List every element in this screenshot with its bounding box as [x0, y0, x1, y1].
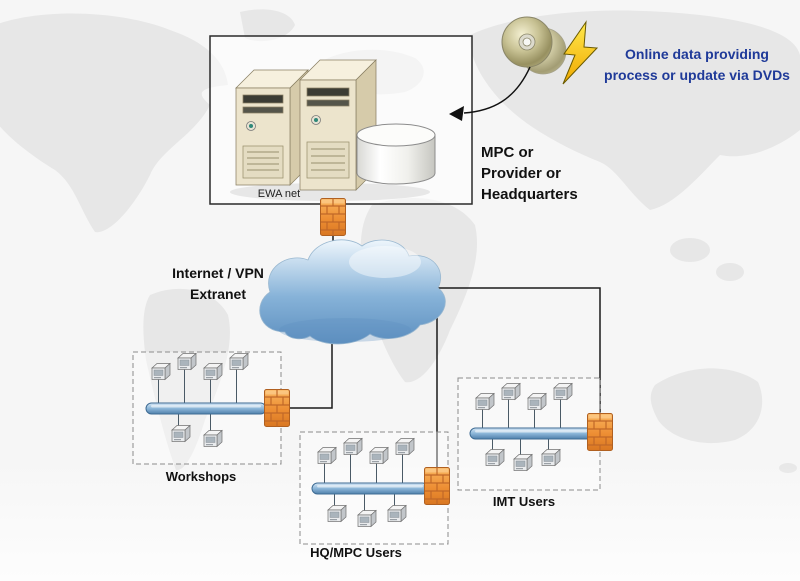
firewall-icon — [586, 412, 614, 452]
workstation-icon — [151, 363, 171, 380]
workstation-icon — [317, 447, 337, 464]
link-cloud-to-workshops — [290, 328, 333, 409]
imt-lan-group: IMT Users — [457, 377, 614, 509]
workstation-icon — [553, 383, 573, 400]
cloud-label-line-1: Internet / VPN — [172, 265, 264, 281]
workstation-icon — [387, 505, 407, 522]
workstation-icon — [501, 383, 521, 400]
workstation-icon — [395, 438, 415, 455]
firewall-icon — [263, 388, 291, 428]
workstation-icon — [475, 393, 495, 410]
headquarters-label-line-1: MPC or — [481, 144, 534, 161]
ewa-net-label: EWA net — [258, 188, 300, 200]
firewall-icon — [319, 197, 347, 237]
workshops-label: Workshops — [166, 469, 237, 484]
lightning-icon — [562, 20, 599, 85]
lan-bus-icon — [311, 482, 429, 495]
headquarters-server-group: EWA net — [209, 35, 473, 205]
lan-stems — [324, 454, 403, 515]
workstation-icon — [485, 449, 505, 466]
link-cloud-to-imt — [420, 287, 601, 420]
lan-stems — [482, 399, 561, 459]
workstation-icon — [203, 363, 223, 380]
hq-mpc-users-label: HQ/MPC Users — [310, 545, 402, 560]
workstation-icon — [357, 510, 377, 527]
connection-lines — [290, 204, 601, 474]
lan-bus-icon — [469, 427, 593, 440]
dvd-note-line-1: Online data providing — [625, 46, 769, 62]
workstation-icon — [513, 454, 533, 471]
server-tower-icon — [235, 69, 309, 186]
hq-mpc-lan-group: HQ/MPC Users — [299, 431, 451, 560]
workstation-icon — [327, 505, 347, 522]
workstation-icon — [369, 447, 389, 464]
workstation-icon — [229, 353, 249, 370]
workstation-icon — [203, 430, 223, 447]
workstation-icon — [171, 425, 191, 442]
headquarters-label-line-3: Headquarters — [481, 186, 578, 203]
dvd-to-server-arrow — [449, 66, 531, 121]
internet-cloud-icon — [259, 239, 446, 345]
headquarters-label-line-2: Provider or — [481, 165, 561, 182]
workstation-icon — [541, 449, 561, 466]
lan-bus-icon — [145, 402, 267, 415]
cloud-label-line-2: Extranet — [190, 286, 246, 302]
workstation-icon — [177, 353, 197, 370]
database-icon — [356, 123, 436, 185]
dvd-note-line-2: process or update via DVDs — [604, 67, 790, 83]
workshops-lan-group: Workshops — [132, 351, 291, 484]
imt-users-label: IMT Users — [493, 494, 555, 509]
cd-dvd-icon — [501, 16, 567, 75]
server-shadow — [230, 183, 430, 201]
firewall-icon — [423, 466, 451, 506]
workstation-icon — [343, 438, 363, 455]
workstation-icon — [527, 393, 547, 410]
